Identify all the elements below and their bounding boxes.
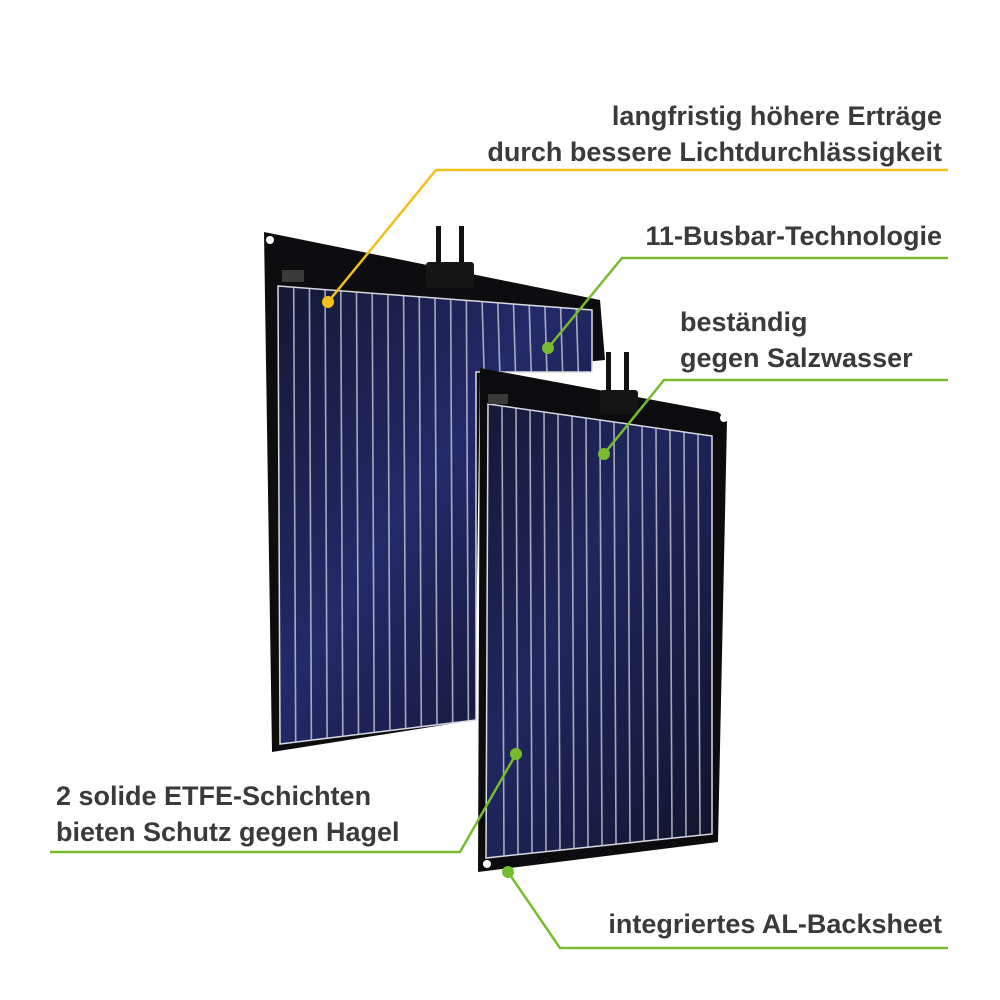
busbar-line <box>697 433 701 836</box>
busbar-line <box>481 301 485 373</box>
callout-saltwater-label: beständig gegen Salzwasser <box>680 304 913 376</box>
busbar-line <box>512 303 517 373</box>
busbar-line <box>585 417 589 848</box>
busbar-line <box>402 295 407 730</box>
junction-box-icon <box>600 390 638 414</box>
front-solar-panel <box>478 352 728 872</box>
busbar-line <box>571 415 575 850</box>
front-panel-cables <box>606 352 629 394</box>
back-panel-cables <box>436 226 464 264</box>
busbar-line <box>543 411 547 853</box>
busbar-line <box>387 294 391 732</box>
busbar-line <box>497 302 501 373</box>
busbar-line <box>627 423 631 844</box>
callout-text-line: 2 solide ETFE-Schichten <box>56 781 372 811</box>
back-panel-busbars <box>292 287 580 743</box>
busbar-line <box>449 299 454 724</box>
busbar-line <box>355 291 360 735</box>
callout-text-line: langfristig höhere Erträge <box>611 101 942 131</box>
callout-busbar-line <box>542 256 948 354</box>
callout-backsheet-line <box>502 866 948 950</box>
busbar-line <box>339 290 344 737</box>
busbar-line <box>683 431 687 838</box>
busbar-line <box>544 306 548 373</box>
busbar-line <box>292 287 297 743</box>
busbar-line <box>501 405 505 857</box>
callout-text-line: bieten Schutz gegen Hagel <box>56 817 400 847</box>
callout-etfe-label: 2 solide ETFE-Schichten bieten Schutz ge… <box>56 778 400 850</box>
callout-transmittance-line <box>322 168 948 308</box>
callout-backsheet-label: integriertes AL-Backsheet <box>608 906 942 942</box>
front-panel-cell-area <box>485 403 713 859</box>
callout-saltwater-line <box>598 378 948 460</box>
callout-text-line: 11-Busbar-Technologie <box>645 221 942 251</box>
callout-transmittance-label: langfristig höhere Erträge durch bessere… <box>487 98 942 170</box>
callout-etfe-line <box>50 748 522 854</box>
busbar-line <box>465 300 470 722</box>
busbar-line <box>515 407 519 856</box>
busbar-line <box>528 305 532 373</box>
busbar-line <box>434 297 438 726</box>
busbar-line <box>371 293 376 733</box>
busbar-line <box>308 288 313 741</box>
busbar-line <box>641 425 645 842</box>
busbar-line <box>655 427 659 841</box>
busbar-line <box>613 421 617 845</box>
busbar-line <box>324 289 328 739</box>
callout-text-line: integriertes AL-Backsheet <box>608 909 942 939</box>
front-panel-busbars <box>501 405 701 857</box>
busbar-line <box>559 307 564 373</box>
busbar-line <box>575 308 580 373</box>
junction-box-icon <box>426 262 474 288</box>
callout-text-line: durch bessere Lichtdurchlässigkeit <box>487 137 942 167</box>
busbar-line <box>557 413 561 851</box>
busbar-line <box>529 409 533 854</box>
callout-text-line: beständig <box>680 307 808 337</box>
busbar-line <box>669 429 673 839</box>
busbar-line <box>418 296 423 728</box>
back-solar-panel <box>262 226 605 752</box>
callout-busbar-label: 11-Busbar-Technologie <box>645 218 942 254</box>
busbar-line <box>599 419 603 847</box>
callout-text-line: gegen Salzwasser <box>680 343 913 373</box>
